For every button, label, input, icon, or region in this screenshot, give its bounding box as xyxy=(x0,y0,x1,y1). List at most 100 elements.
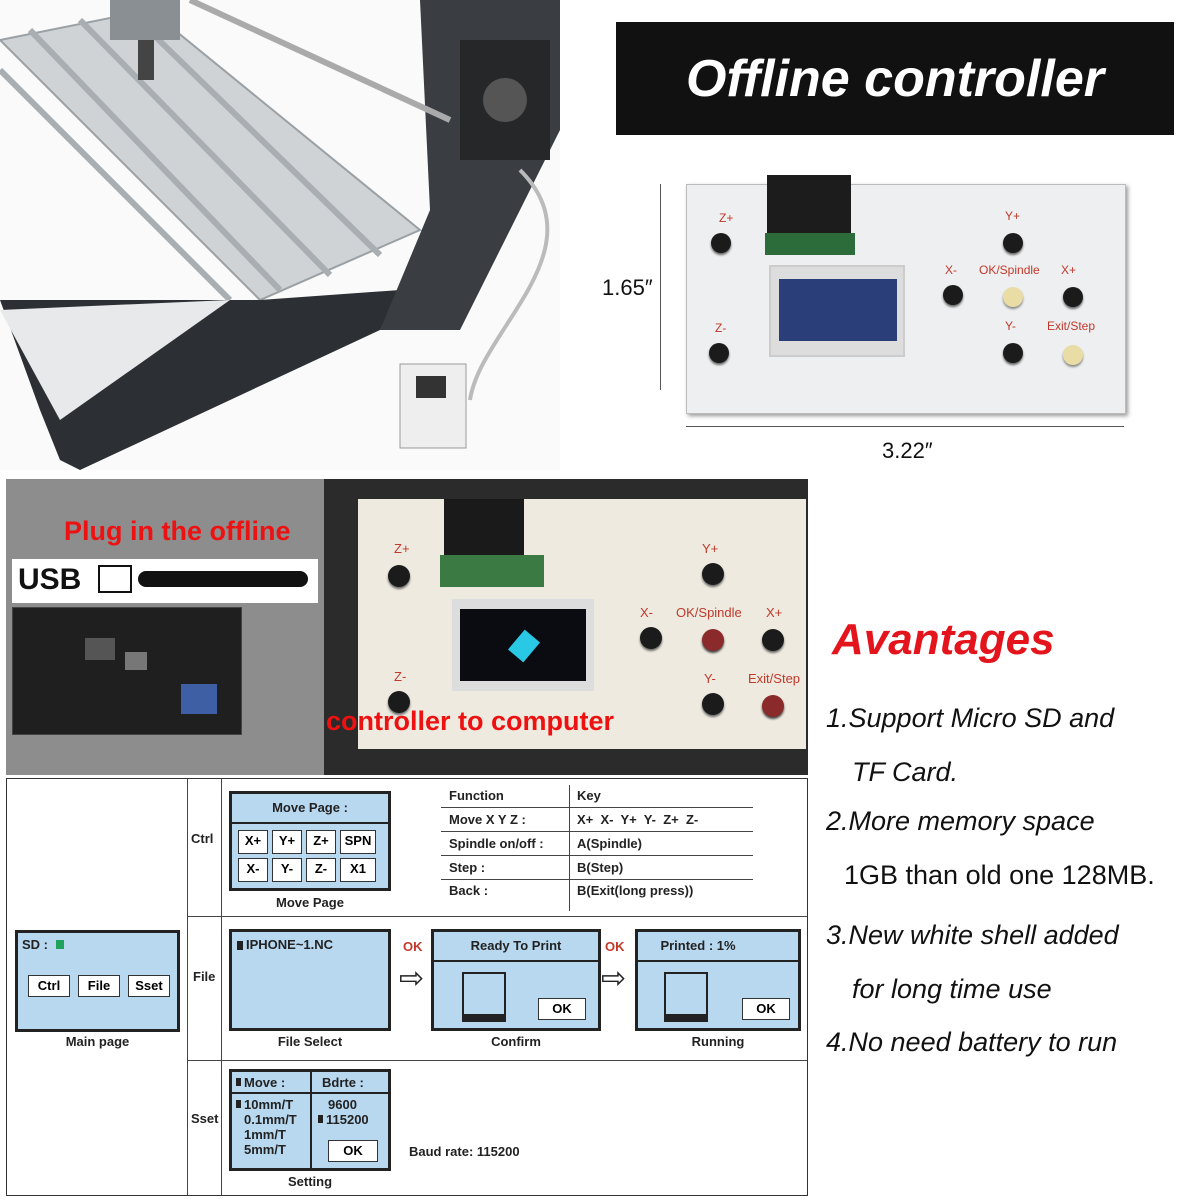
move-spn-key[interactable]: SPN xyxy=(340,830,376,854)
cnc-machine-image xyxy=(0,0,560,470)
confirm-divider xyxy=(434,960,598,962)
menu-diagram: Ctrl File Sset SD : Ctrl File Sset Main … xyxy=(6,778,808,1196)
move-page-screen: Move Page : X+ Y+ Z+ SPN X- Y- Z- X1 xyxy=(229,791,391,891)
photo-label-xminus: X- xyxy=(640,605,653,620)
table-col-divider xyxy=(569,785,570,911)
advantage-4: 4.No need battery to run xyxy=(826,1027,1118,1057)
table-move-label: Move X Y Z : xyxy=(449,812,526,827)
move-yplus-key[interactable]: Y+ xyxy=(272,830,302,854)
photo-ok-button[interactable] xyxy=(702,629,724,651)
setting-ok-button[interactable]: OK xyxy=(328,1140,378,1162)
main-page-caption: Main page xyxy=(65,1034,130,1049)
photo-label-ok: OK/Spindle xyxy=(676,605,742,620)
main-ctrl-button[interactable]: Ctrl xyxy=(28,975,70,997)
row-label-sset: Sset xyxy=(191,1111,219,1126)
photo-label-yplus: Y+ xyxy=(702,541,719,556)
usb-photo: USB xyxy=(6,479,324,775)
grid-hline-2 xyxy=(187,1060,807,1061)
controller-top-view: Z+ Z- Y+ X- OK/Spindle X+ Y- Exit/Step xyxy=(686,175,1126,414)
table-header-key: Key xyxy=(577,788,601,803)
photo-header-connector xyxy=(444,499,524,555)
table-spindle-label: Spindle on/off : xyxy=(449,836,544,851)
move-xminus-key[interactable]: X- xyxy=(238,858,268,882)
zminus-button[interactable] xyxy=(709,343,729,363)
row-label-ctrl: Ctrl xyxy=(191,831,214,846)
photo-label-yminus: Y- xyxy=(704,671,716,686)
pcb-strip xyxy=(765,233,855,255)
advantages-title: Avantages xyxy=(832,615,1055,664)
running-title: Printed : 1% xyxy=(660,938,736,953)
grid-hline-1 xyxy=(187,916,807,917)
table-rule-3 xyxy=(441,855,753,856)
ok-spindle-button[interactable] xyxy=(1003,287,1023,307)
photo-yminus-button[interactable] xyxy=(702,693,724,715)
ok-label-2: OK xyxy=(605,939,625,954)
zplus-button[interactable] xyxy=(711,233,731,253)
main-page-screen: SD : Ctrl File Sset xyxy=(15,930,180,1032)
photo-zplus-button[interactable] xyxy=(388,565,410,587)
label-zplus: Z+ xyxy=(719,211,734,225)
table-rule-4 xyxy=(441,879,753,880)
page-title: Offline controller xyxy=(686,49,1104,108)
confirm-screen: Ready To Print OK xyxy=(431,929,601,1031)
xplus-button[interactable] xyxy=(1063,287,1083,307)
move-xplus-key[interactable]: X+ xyxy=(238,830,268,854)
running-printer-icon xyxy=(664,972,708,1022)
running-ok-button[interactable]: OK xyxy=(742,998,790,1020)
move-x1-key[interactable]: X1 xyxy=(340,858,376,882)
usb-icon xyxy=(98,565,132,593)
photo-xplus-button[interactable] xyxy=(762,629,784,651)
photo-label-xplus: X+ xyxy=(766,605,783,620)
setting-baud-115200[interactable]: 115200 xyxy=(326,1112,369,1127)
photo-exit-button[interactable] xyxy=(762,695,784,717)
sd-status-icon xyxy=(56,940,64,949)
sd-label: SD : xyxy=(22,937,48,952)
photo-label-exit: Exit/Step xyxy=(748,671,801,686)
setting-baud-9600[interactable]: 9600 xyxy=(328,1097,357,1112)
width-dim-line xyxy=(686,426,1124,427)
setting-move-10mm[interactable]: 10mm/T xyxy=(244,1097,294,1112)
move-zminus-key[interactable]: Z- xyxy=(306,858,336,882)
label-exit-step: Exit/Step xyxy=(1047,319,1096,333)
exit-step-button[interactable] xyxy=(1063,345,1083,365)
setting-step-cursor-icon xyxy=(236,1100,241,1108)
label-ok-spindle: OK/Spindle xyxy=(979,263,1040,277)
height-dimension: 1.65″ xyxy=(602,275,653,300)
photo-lcd-screen xyxy=(460,609,586,681)
label-xplus: X+ xyxy=(1061,263,1077,277)
main-file-button[interactable]: File xyxy=(78,975,120,997)
file-select-screen: IPHONE~1.NC xyxy=(229,929,391,1031)
running-caption: Running xyxy=(691,1034,745,1049)
yminus-button[interactable] xyxy=(1003,343,1023,363)
move-page-title: Move Page : xyxy=(272,800,348,815)
table-header-function: Function xyxy=(449,788,504,803)
setting-move-5mm[interactable]: 5mm/T xyxy=(244,1142,286,1157)
confirm-ok-button[interactable]: OK xyxy=(538,998,586,1020)
table-move-keys: X+ X- Y+ Y- Z+ Z- xyxy=(577,812,699,827)
photo-label-zplus: Z+ xyxy=(394,541,410,556)
move-page-caption: Move Page xyxy=(276,895,344,910)
move-yminus-key[interactable]: Y- xyxy=(272,858,302,882)
lcd-window xyxy=(769,265,905,357)
yplus-button[interactable] xyxy=(1003,233,1023,253)
advantage-1b: TF Card. xyxy=(852,757,959,787)
photo-lcd xyxy=(452,599,594,691)
main-sset-button[interactable]: Sset xyxy=(128,975,170,997)
photo-yplus-button[interactable] xyxy=(702,563,724,585)
xminus-button[interactable] xyxy=(943,285,963,305)
setting-move-header: Move : xyxy=(244,1075,286,1090)
setting-move-01mm[interactable]: 0.1mm/T xyxy=(244,1112,297,1127)
file-item[interactable]: IPHONE~1.NC xyxy=(246,937,334,952)
file-select-caption: File Select xyxy=(277,1034,343,1049)
photo-zminus-button[interactable] xyxy=(388,691,410,713)
usb-cable-icon xyxy=(138,571,308,587)
table-rule-2 xyxy=(441,831,753,832)
table-back-key: B(Exit(long press)) xyxy=(577,883,694,898)
setting-col-divider xyxy=(310,1072,312,1168)
setting-move-1mm[interactable]: 1mm/T xyxy=(244,1127,286,1142)
photo-xminus-button[interactable] xyxy=(640,627,662,649)
advantage-2b: 1GB than old one 128MB. xyxy=(844,860,1155,890)
move-zplus-key[interactable]: Z+ xyxy=(306,830,336,854)
confirm-title: Ready To Print xyxy=(470,938,562,953)
running-divider xyxy=(638,960,798,962)
